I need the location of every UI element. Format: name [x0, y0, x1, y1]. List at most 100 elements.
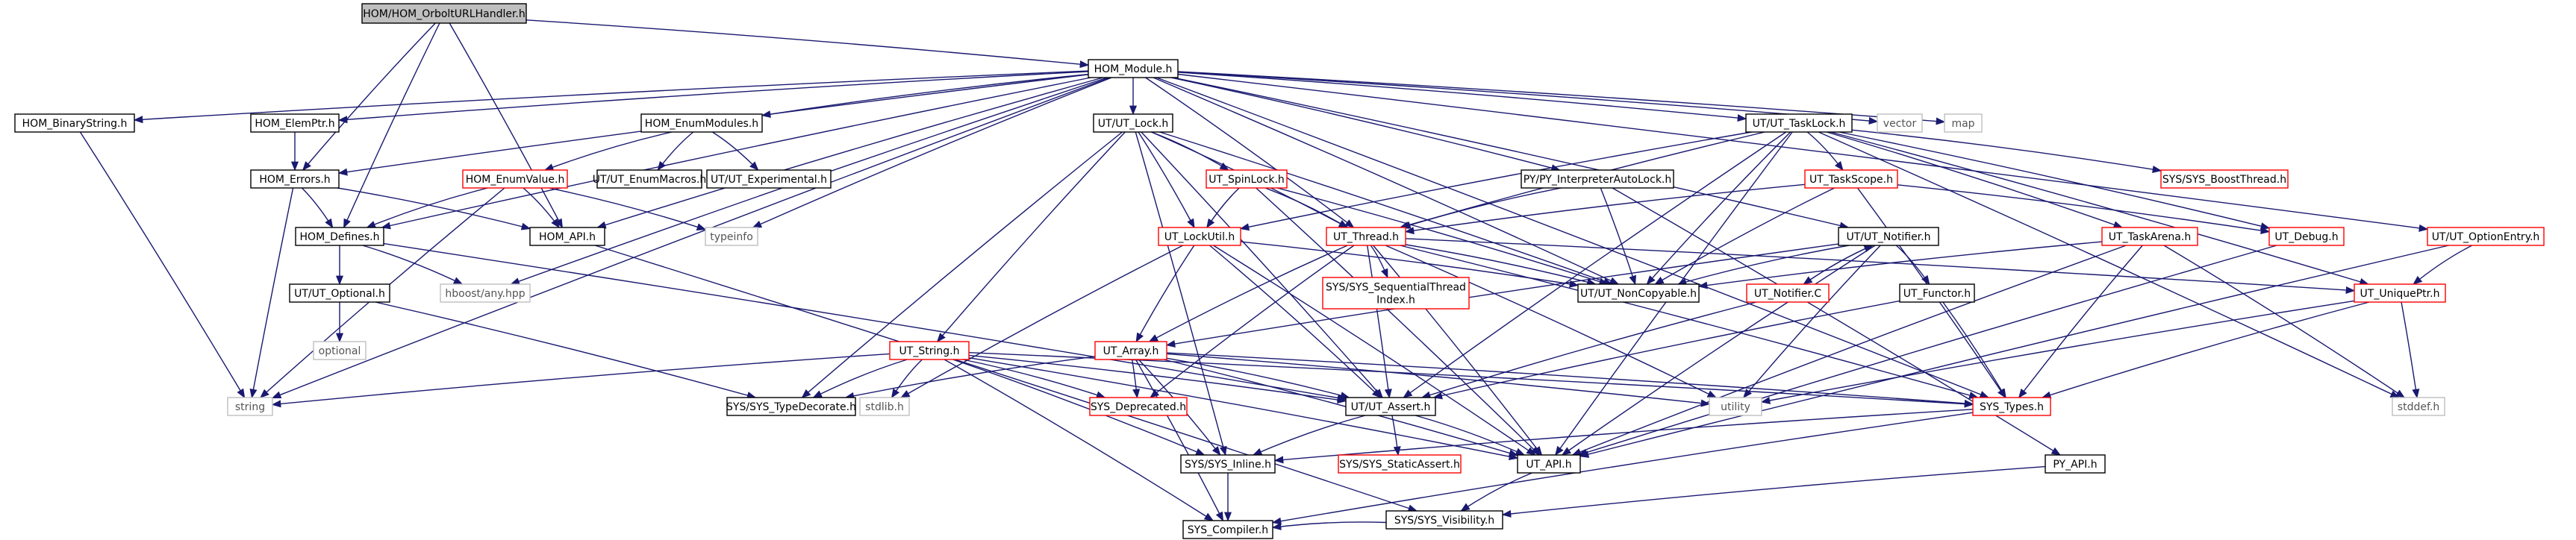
node-stddef[interactable]: stddef.h	[2392, 397, 2445, 416]
node-module[interactable]: HOM_Module.h	[1088, 59, 1179, 78]
edge-lockutil-to-utapi	[1213, 245, 1536, 456]
node-utlock[interactable]: UT/UT_Lock.h	[1093, 113, 1173, 133]
edge-utthread-to-deprecated	[1150, 245, 1355, 398]
node-label: UT/UT_Assert.h	[1351, 401, 1431, 413]
node-notifierc[interactable]: UT_Notifier.C	[1746, 283, 1830, 303]
node-utapi[interactable]: UT_API.h	[1517, 454, 1581, 474]
node-utnotifier[interactable]: UT/UT_Notifier.h	[1838, 227, 1939, 246]
node-box	[2160, 169, 2289, 189]
edge-utassert-to-sysinline	[1252, 415, 1366, 456]
node-label: UT/UT_Lock.h	[1098, 118, 1169, 130]
edge-tasklock-to-stddef	[1818, 131, 2400, 398]
node-stdlib[interactable]: stdlib.h	[859, 397, 910, 416]
edges-layer	[79, 19, 2473, 530]
edge-taskscope-to-utthread	[1404, 183, 1806, 235]
node-spinlock[interactable]: UT_SpinLock.h	[1206, 169, 1288, 189]
node-optional[interactable]: optional	[313, 341, 367, 360]
node-box	[2101, 227, 2198, 246]
node-utstring[interactable]: UT_String.h	[889, 341, 970, 360]
node-box	[1180, 454, 1276, 474]
node-label: SYS_Deprecated.h	[1091, 401, 1186, 413]
node-homdefines[interactable]: HOM_Defines.h	[295, 227, 384, 246]
node-lockutil[interactable]: UT_LockUtil.h	[1158, 227, 1241, 246]
node-utarray[interactable]: UT_Array.h	[1094, 341, 1167, 360]
edge-utassert-to-utapi	[1415, 415, 1526, 456]
node-orbolt[interactable]: HOM/HOM_OrboltURLHandler.h	[361, 3, 527, 24]
node-enummodules[interactable]: HOM_EnumModules.h	[640, 113, 763, 133]
node-utoptional[interactable]: UT/UT_Optional.h	[289, 283, 390, 303]
node-utility[interactable]: utility	[1709, 397, 1762, 416]
node-interplock[interactable]: PY/PY_InterpreterAutoLock.h	[1521, 169, 1674, 189]
node-optionentry[interactable]: UT/UT_OptionEntry.h	[2427, 227, 2545, 246]
node-taskscope[interactable]: UT_TaskScope.h	[1804, 169, 1898, 189]
node-taskarena[interactable]: UT_TaskArena.h	[2101, 227, 2198, 246]
edge-spinlock-to-noncopyable	[1277, 187, 1609, 286]
node-deprecated[interactable]: SYS_Deprecated.h	[1089, 397, 1188, 416]
edge-module-to-optionentry	[1177, 73, 2429, 232]
edge-tasklock-to-boostthread	[1851, 129, 2162, 173]
edge-module-to-map	[1177, 71, 1946, 125]
node-typeinfo[interactable]: typeinfo	[705, 227, 758, 246]
edge-utthread-to-utapi	[1373, 245, 1543, 456]
node-experimental[interactable]: UT/UT_Experimental.h	[706, 169, 832, 189]
node-utassert[interactable]: UT/UT_Assert.h	[1345, 397, 1436, 416]
node-box	[289, 283, 390, 303]
node-box	[1093, 113, 1173, 133]
node-string[interactable]: string	[227, 397, 273, 416]
node-label: UT_TaskScope.h	[1809, 174, 1893, 186]
node-compiler[interactable]: SYS_Compiler.h	[1182, 520, 1273, 539]
edge-utstring-to-typedecorate	[812, 359, 908, 398]
edge-utlock-to-sysinline	[1135, 131, 1227, 456]
node-box	[596, 169, 702, 189]
node-box	[1899, 283, 1975, 303]
node-functor[interactable]: UT_Functor.h	[1899, 283, 1975, 303]
node-map[interactable]: map	[1944, 113, 1983, 133]
node-typedecorate[interactable]: SYS/SYS_TypeDecorate.h	[726, 397, 856, 416]
node-elemptr[interactable]: HOM_ElemPtr.h	[250, 113, 340, 133]
edge-utarray-to-systypes	[1166, 352, 1974, 407]
edge-utstring-to-utapi	[968, 357, 1519, 461]
edge-utthread-to-systypes	[1400, 245, 1979, 399]
node-boostany[interactable]: hboost/any.hpp	[440, 283, 531, 303]
node-label: HOM_Module.h	[1094, 63, 1173, 75]
node-noncopyable[interactable]: UT/UT_NonCopyable.h	[1577, 283, 1700, 303]
node-utthread[interactable]: UT_Thread.h	[1326, 227, 1406, 246]
node-homapi[interactable]: HOM_API.h	[529, 227, 605, 246]
node-uniqueptr[interactable]: UT_UniquePtr.h	[2354, 283, 2446, 303]
node-enummacros[interactable]: UT/UT_EnumMacros.h	[593, 169, 707, 189]
node-box	[313, 341, 367, 360]
node-binarystring[interactable]: HOM_BinaryString.h	[14, 113, 135, 133]
node-label: HOM_ElemPtr.h	[255, 118, 334, 130]
node-pyapi[interactable]: PY_API.h	[2045, 454, 2106, 474]
edge-utdebug-to-utapi	[1577, 245, 2277, 456]
node-utdebug[interactable]: UT_Debug.h	[2268, 227, 2345, 246]
node-systypes[interactable]: SYS_Types.h	[1972, 397, 2051, 416]
node-visibility[interactable]: SYS/SYS_Visibility.h	[1385, 510, 1503, 530]
node-label: Index.h	[1376, 295, 1415, 307]
node-enumvalue[interactable]: HOM_EnumValue.h	[462, 169, 568, 189]
node-label: hboost/any.hpp	[445, 288, 525, 300]
node-homerrors[interactable]: HOM_Errors.h	[250, 169, 340, 189]
node-box	[1944, 113, 1983, 133]
edge-utapi-to-visibility	[1460, 472, 1532, 512]
node-label: UT_String.h	[899, 345, 960, 357]
edge-functor-to-systypes	[1942, 301, 2006, 399]
node-boostthread[interactable]: SYS/SYS_BoostThread.h	[2160, 169, 2289, 189]
node-box	[1804, 169, 1898, 189]
node-box	[1838, 227, 1939, 246]
node-tasklock[interactable]: UT/UT_TaskLock.h	[1745, 113, 1853, 133]
edge-utoptional-to-typedecorate	[375, 301, 757, 399]
node-staticassert[interactable]: SYS/SYS_StaticAssert.h	[1338, 454, 1462, 474]
node-label: SYS/SYS_BoostThread.h	[2162, 174, 2286, 186]
node-box	[1345, 397, 1436, 416]
edge-taskarena-to-noncopyable	[1697, 241, 2103, 289]
node-label: UT_UniquePtr.h	[2360, 288, 2440, 300]
edge-utstring-to-systypes	[968, 352, 1974, 408]
edge-enumvalue-to-typeinfo	[549, 187, 707, 231]
node-label: UT/UT_Optional.h	[294, 288, 385, 300]
node-vector[interactable]: vector	[1877, 113, 1923, 133]
node-sysinline[interactable]: SYS/SYS_Inline.h	[1180, 454, 1276, 474]
edge-lockutil-to-stdlib	[900, 245, 1184, 398]
